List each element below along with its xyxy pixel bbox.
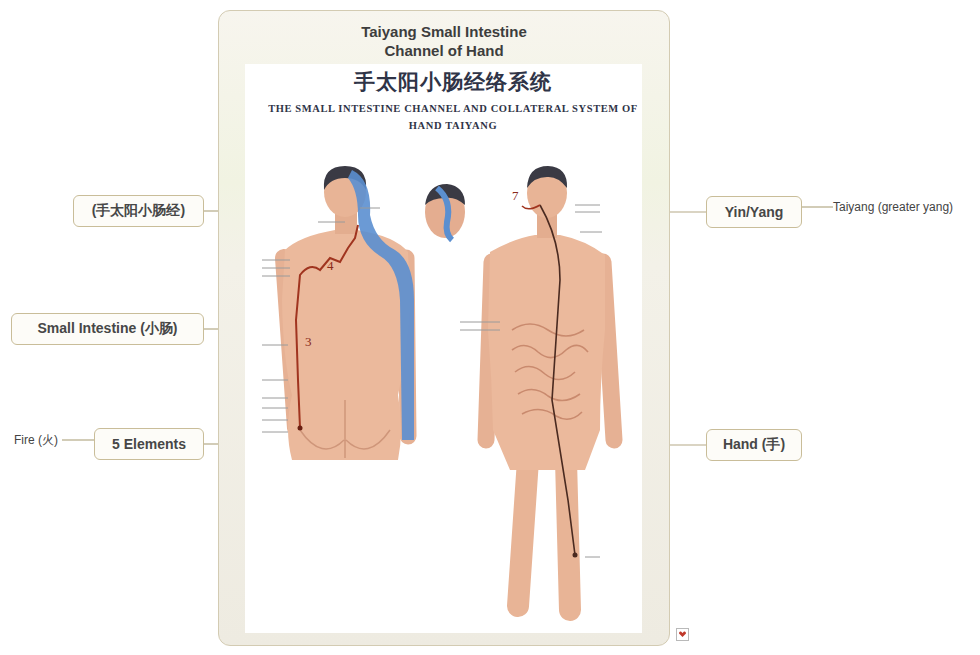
branch-line xyxy=(670,444,706,445)
branch-line xyxy=(802,206,833,207)
node-text: Yin/Yang xyxy=(725,204,784,220)
front-figure xyxy=(486,166,614,610)
node-text: Fire (火) xyxy=(14,432,58,449)
topic-box: Yin/Yang xyxy=(706,196,802,228)
back-figure xyxy=(282,166,414,460)
poster xyxy=(245,64,642,633)
topic-box: Hand (手) xyxy=(706,429,802,461)
branch-line xyxy=(62,439,94,440)
branch-line xyxy=(204,443,218,444)
poster-subtitle: THE SMALL INTESTINE CHANNEL AND COLLATER… xyxy=(262,100,644,134)
node-text: Taiyang Small Intestine Channel of Hand xyxy=(339,22,549,60)
poster-title: 手太阳小肠经络系统 xyxy=(268,68,638,96)
card-ground xyxy=(219,11,670,646)
subtopic-text: Fire (火) xyxy=(14,430,62,450)
topic-box: Small Intestine (小肠) xyxy=(11,313,204,345)
node-text: Hand (手) xyxy=(723,436,785,454)
branch-line xyxy=(670,211,706,212)
topic-box: 5 Elements xyxy=(94,428,204,460)
node-text: Small Intestine (小肠) xyxy=(37,320,177,338)
branch-line xyxy=(204,210,218,211)
callout-number: 4 xyxy=(327,258,334,274)
point-leaders xyxy=(262,205,602,557)
node-text: (手太阳小肠经) xyxy=(92,202,185,220)
side-head xyxy=(425,184,465,240)
attachment-icon xyxy=(677,629,689,641)
callout-number: 7 xyxy=(512,188,519,204)
subtopic-text: Taiyang (greater yang) xyxy=(833,197,958,217)
callout-number: 3 xyxy=(305,334,312,350)
node-text: 5 Elements xyxy=(112,436,186,452)
topic-box: (手太阳小肠经) xyxy=(73,195,204,227)
node-text: Taiyang (greater yang) xyxy=(833,200,953,214)
branch-line xyxy=(204,328,218,329)
